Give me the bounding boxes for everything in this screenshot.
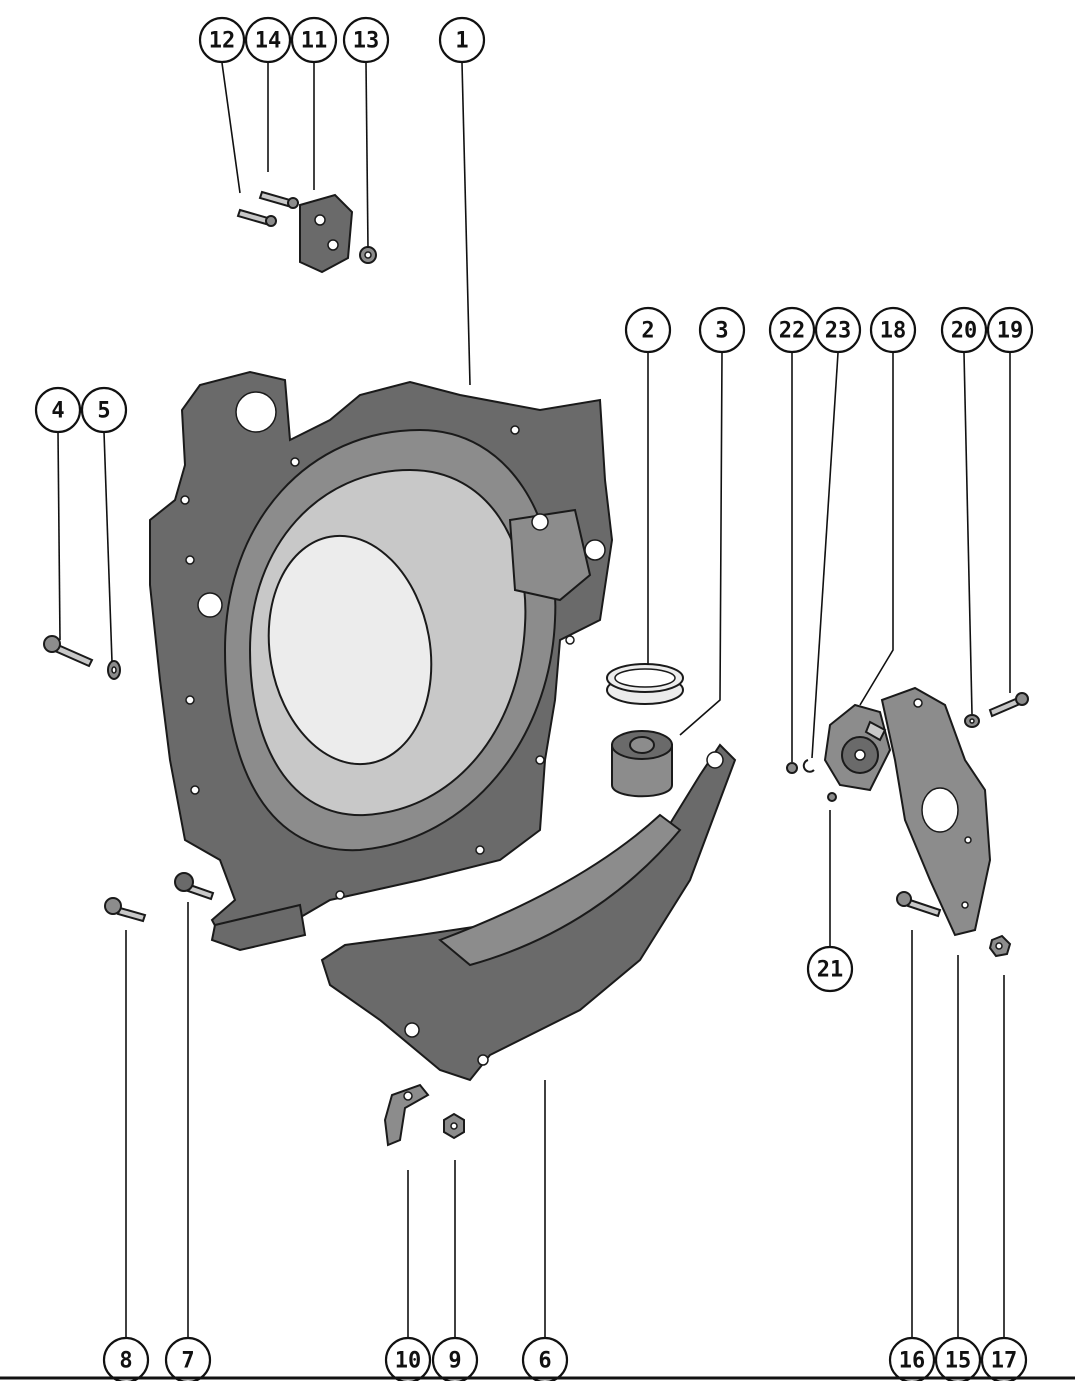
callout-circle xyxy=(934,1336,982,1381)
bolts-lower-left xyxy=(104,872,215,923)
callout-16: 16 xyxy=(888,1336,936,1381)
callout-number: 7 xyxy=(181,1349,194,1374)
callout-12: 12 xyxy=(198,16,246,64)
callout-circle xyxy=(940,306,988,354)
rubber-bushing xyxy=(611,730,673,798)
callout-22: 22 xyxy=(768,306,816,354)
callout-number: 21 xyxy=(817,958,844,983)
callout-number: 13 xyxy=(353,29,380,54)
callout-number: 9 xyxy=(448,1349,461,1374)
callout-circle xyxy=(806,945,854,993)
callout-5: 5 xyxy=(80,386,128,434)
callout-number: 6 xyxy=(538,1349,551,1374)
callout-number: 8 xyxy=(119,1349,132,1374)
callout-circle xyxy=(438,16,486,64)
leader-lines xyxy=(57,62,1011,1337)
bolt-16 xyxy=(896,891,942,918)
callout-circle xyxy=(888,1336,936,1381)
callout-number: 17 xyxy=(991,1349,1018,1374)
retaining-clip-23 xyxy=(802,759,815,773)
callout-number: 23 xyxy=(825,319,852,344)
seal-ring xyxy=(606,663,684,705)
callout-circle xyxy=(164,1336,212,1381)
callout-circle xyxy=(102,1336,150,1381)
callout-circle xyxy=(384,1336,432,1381)
callout-1: 1 xyxy=(438,16,486,64)
callout-number: 22 xyxy=(779,319,806,344)
callout-circle xyxy=(80,386,128,434)
washer-20 xyxy=(964,714,980,728)
callout-number: 20 xyxy=(951,319,978,344)
callout-21: 21 xyxy=(806,945,854,993)
callout-circle xyxy=(34,386,82,434)
callout-number: 1 xyxy=(455,29,468,54)
callout-circle xyxy=(244,16,292,64)
callout-number: 3 xyxy=(715,319,728,344)
callout-circle xyxy=(698,306,746,354)
callout-19: 19 xyxy=(986,306,1034,354)
callout-circle xyxy=(342,16,390,64)
callout-13: 13 xyxy=(342,16,390,64)
callout-circle xyxy=(624,306,672,354)
flywheel-housing xyxy=(149,370,614,952)
bolt-19 xyxy=(988,692,1029,718)
callout-number: 16 xyxy=(899,1349,926,1374)
callout-number: 15 xyxy=(945,1349,972,1374)
callout-circle xyxy=(768,306,816,354)
mounting-plate xyxy=(880,686,992,937)
nut-9 xyxy=(443,1112,465,1140)
small-nut-21 xyxy=(827,792,837,802)
coupling-hub xyxy=(823,703,892,792)
callout-circle xyxy=(814,306,862,354)
cable-clamp xyxy=(383,1083,430,1147)
nut-17 xyxy=(988,934,1012,958)
callout-number: 5 xyxy=(97,399,110,424)
callout-number: 18 xyxy=(880,319,907,344)
callout-9: 9 xyxy=(431,1336,479,1381)
callout-circle xyxy=(869,306,917,354)
callout-17: 17 xyxy=(980,1336,1028,1381)
callout-3: 3 xyxy=(698,306,746,354)
callout-number: 12 xyxy=(209,29,236,54)
top-bracket-assembly xyxy=(236,190,377,274)
callout-10: 10 xyxy=(384,1336,432,1381)
callout-number: 19 xyxy=(997,319,1024,344)
callout-6: 6 xyxy=(521,1336,569,1381)
callout-2: 2 xyxy=(624,306,672,354)
callout-circle xyxy=(431,1336,479,1381)
callout-number: 2 xyxy=(641,319,654,344)
callout-15: 15 xyxy=(934,1336,982,1381)
callout-number: 10 xyxy=(395,1349,422,1374)
callout-number: 14 xyxy=(255,29,282,54)
callout-4: 4 xyxy=(34,386,82,434)
bolt-and-washer-left xyxy=(43,635,121,680)
callout-11: 11 xyxy=(290,16,338,64)
callout-circle xyxy=(521,1336,569,1381)
callout-18: 18 xyxy=(869,306,917,354)
callout-circle xyxy=(290,16,338,64)
callout-23: 23 xyxy=(814,306,862,354)
callout-circle xyxy=(986,306,1034,354)
callout-14: 14 xyxy=(244,16,292,64)
callout-circle xyxy=(198,16,246,64)
callout-number: 11 xyxy=(301,29,328,54)
lower-cover-plate xyxy=(320,743,737,1082)
callout-20: 20 xyxy=(940,306,988,354)
callout-7: 7 xyxy=(164,1336,212,1381)
small-nut-22 xyxy=(786,762,798,774)
callout-number: 4 xyxy=(51,399,64,424)
callout-8: 8 xyxy=(102,1336,150,1381)
callout-circle xyxy=(980,1336,1028,1381)
